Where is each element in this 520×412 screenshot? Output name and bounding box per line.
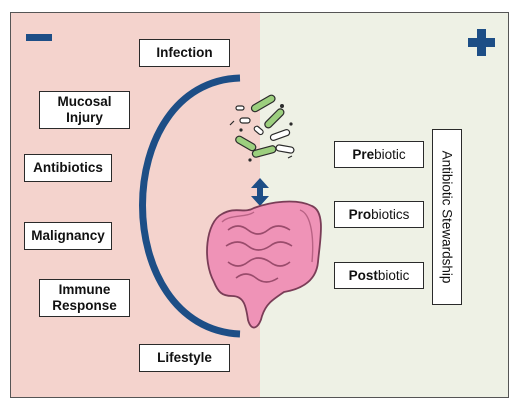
- factor-mucosal-injury-label: Mucosal Injury: [57, 94, 112, 125]
- item-prebiotic-prefix: Pre: [352, 146, 375, 162]
- item-probiotics: Probiotics: [334, 201, 424, 228]
- bacteria-icon: [229, 94, 295, 162]
- factor-antibiotics-label: Antibiotics: [33, 160, 103, 176]
- factor-infection-label: Infection: [156, 45, 213, 61]
- factor-lifestyle-label: Lifestyle: [157, 350, 212, 366]
- item-postbiotic-suffix: biotic: [377, 267, 410, 283]
- factor-malignancy-label: Malignancy: [31, 228, 105, 244]
- factor-antibiotics: Antibiotics: [24, 154, 112, 182]
- double-arrow-icon: [251, 178, 269, 206]
- item-postbiotic-prefix: Post: [348, 267, 378, 283]
- item-prebiotic-suffix: biotic: [374, 146, 406, 162]
- item-probiotics-prefix: Pro: [348, 206, 372, 222]
- antibiotic-stewardship-label: Antibiotic Stewardship: [439, 150, 455, 284]
- plus-icon: [468, 29, 495, 56]
- minus-icon: [26, 34, 52, 41]
- intestine-icon: [206, 200, 322, 329]
- factor-immune-response: Immune Response: [39, 279, 130, 317]
- factor-infection: Infection: [139, 39, 230, 67]
- item-postbiotic: Postbiotic: [334, 262, 424, 289]
- factor-lifestyle: Lifestyle: [139, 344, 230, 372]
- factor-mucosal-injury: Mucosal Injury: [39, 91, 130, 129]
- arc-bracket: [139, 74, 241, 338]
- factor-immune-response-label: Immune Response: [52, 282, 117, 313]
- antibiotic-stewardship-box: Antibiotic Stewardship: [432, 129, 462, 305]
- factor-malignancy: Malignancy: [24, 222, 112, 250]
- item-prebiotic: Prebiotic: [334, 141, 424, 168]
- item-probiotics-suffix: biotics: [371, 206, 410, 222]
